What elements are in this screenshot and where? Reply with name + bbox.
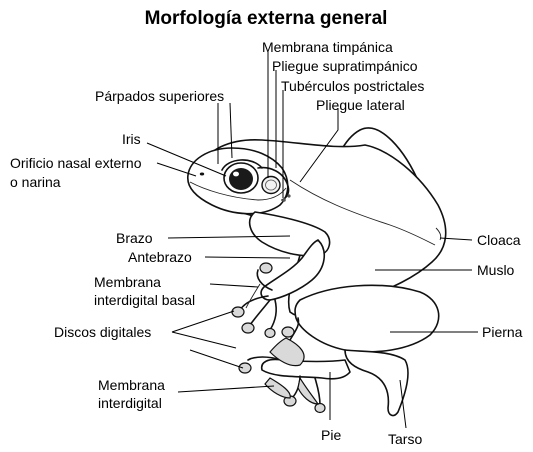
- label-membrana-inter-1: Membrana: [98, 377, 165, 393]
- frog-lower-leg: [295, 285, 439, 352]
- label-brazo: Brazo: [116, 230, 153, 246]
- label-tuberculos-postrictales: Tubérculos postrictales: [281, 78, 424, 94]
- label-muslo: Muslo: [477, 262, 515, 278]
- label-orificio-nasal-1: Orificio nasal externo: [10, 155, 142, 171]
- label-pliegue-lateral: Pliegue lateral: [316, 97, 405, 113]
- label-orificio-nasal-2: o narina: [10, 174, 61, 190]
- label-pliegue-supratimpanico: Pliegue supratimpánico: [272, 58, 418, 74]
- label-iris: Iris: [122, 131, 141, 147]
- frog-tarsus: [345, 350, 408, 415]
- label-cloaca: Cloaca: [477, 232, 521, 248]
- label-membrana-inter-2: interdigital: [98, 395, 162, 411]
- tympanum: [262, 177, 280, 194]
- frog-illustration: [188, 128, 446, 415]
- label-discos-digitales: Discos digitales: [54, 324, 151, 340]
- nostril: [200, 173, 204, 176]
- front-hand: [232, 263, 276, 338]
- eye-pupil-highlight: [233, 172, 239, 177]
- postrictal-tubercle: [282, 198, 286, 202]
- label-antebrazo: Antebrazo: [128, 249, 192, 265]
- label-membrana-basal-1: Membrana: [94, 274, 161, 290]
- label-membrana-timpanica: Membrana timpánica: [262, 39, 393, 55]
- label-membrana-basal-2: interdigital basal: [94, 292, 195, 308]
- label-pie: Pie: [321, 427, 341, 443]
- label-pierna: Pierna: [482, 324, 523, 340]
- eye-iris: [229, 168, 253, 190]
- label-tarso: Tarso: [388, 431, 422, 447]
- diagram-title: Morfología externa general: [145, 8, 388, 29]
- postrictal-tubercle: [287, 194, 290, 197]
- label-parpados-superiores: Párpados superiores: [95, 88, 224, 104]
